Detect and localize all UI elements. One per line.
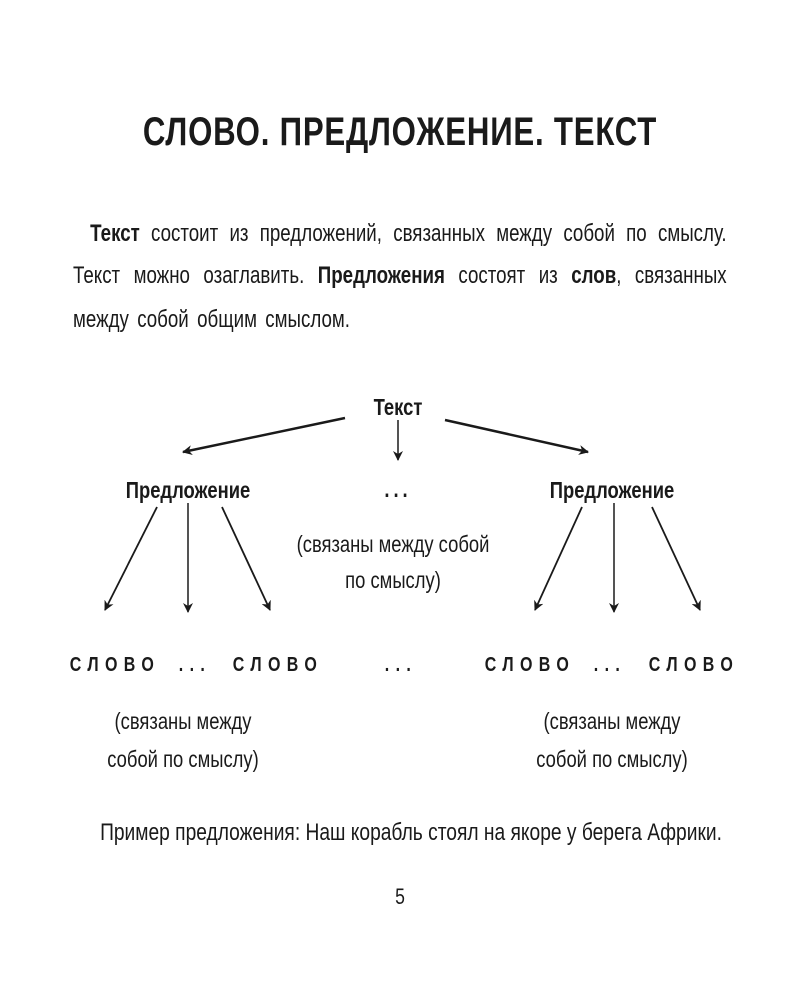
arrow-text-to-left [182,416,346,456]
arrow-left-word-3 [221,506,271,611]
node-sentence-right: Предложение [549,477,675,503]
word-3: СЛОВО [484,654,576,676]
right-caption-1: (связаны между [543,708,681,734]
middle-caption-1: (связаны между собой [296,531,490,557]
page-number: 5 [395,884,405,909]
intro-text: состоят из [444,262,572,289]
term-text: Текст [90,220,140,247]
word-dots-1: ... [178,654,212,676]
node-sentence-left: Предложение [125,477,251,503]
intro-line-1: Текст состоит из предложений, связанных … [73,220,727,247]
node-middle-dots: ... [384,476,412,502]
left-caption-2: собой по смыслу) [107,746,259,772]
intro-line-2: Текст можно озаглавить. Предложения сост… [73,264,727,288]
arrow-left-word-1 [104,506,158,611]
intro-line-3: между собой общим смыслом. [73,308,727,332]
term-sentences: Предложения [317,262,445,289]
left-caption-1: (связаны между [114,708,252,734]
word-1: СЛОВО [69,654,161,676]
intro-text: состоит из предложений, связанных между … [139,220,727,247]
middle-caption-2: по смыслу) [345,567,441,593]
intro-text: , связанных [616,262,727,289]
right-caption-2: собой по смыслу) [536,746,688,772]
arrow-right-word-1 [534,506,583,611]
word-dots-2: ... [384,654,418,676]
example-sentence: Пример предложения: Наш корабль стоял на… [100,819,722,846]
arrow-right-word-3 [651,506,701,611]
word-2: СЛОВО [232,654,324,676]
word-dots-3: ... [593,654,627,676]
node-text: Текст [373,394,423,420]
term-words: слов [571,262,617,289]
intro-text: Текст можно озаглавить. [73,262,318,289]
page-title: СЛОВО. ПРЕДЛОЖЕНИЕ. ТЕКСТ [142,110,658,154]
word-4: СЛОВО [648,654,740,676]
arrow-text-to-right [444,418,589,455]
intro-text: между собой общим смыслом. [73,306,350,333]
